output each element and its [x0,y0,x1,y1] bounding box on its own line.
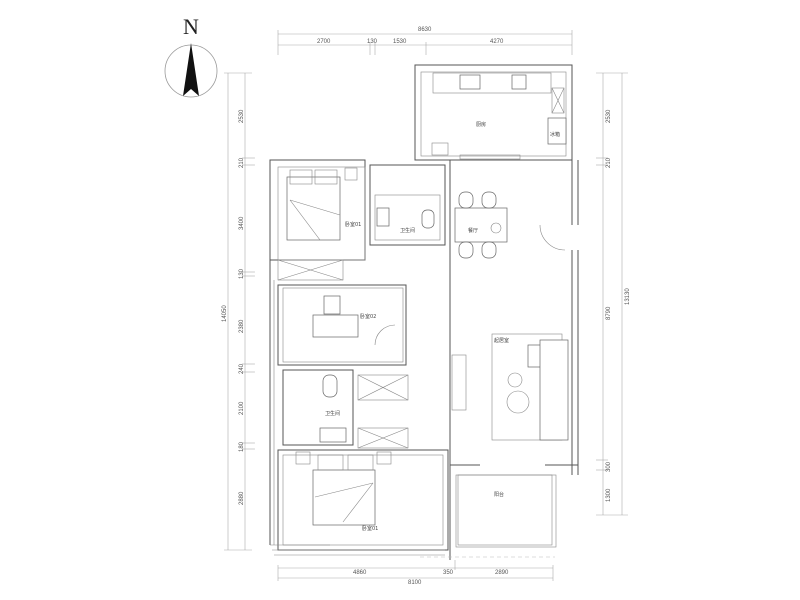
coffee-table-icon [506,390,530,414]
dim-right-seg-2: 210 [606,157,612,168]
room-label-bedroom-top: 卧室01 [345,221,361,228]
north-compass: N [164,14,218,98]
room-label-balcony: 阳台 [494,491,504,498]
room-label-kitchen: 厨房 [476,121,486,128]
dim-bottom-seg-2: 350 [443,570,454,576]
bed-icon [312,469,376,526]
pillow-icon [289,169,313,185]
bathroom-bottom: 卫生间 [282,369,409,449]
chair-icon [458,191,474,209]
dim-top-seg-4: 4270 [490,39,504,45]
room-label-bathroom-bottom: 卫生间 [325,410,340,417]
dim-left-seg-5: 2380 [239,319,245,333]
living-room: 起居室 [451,333,569,441]
dim-left-seg-3: 3400 [239,216,245,230]
dim-left-seg-7: 2100 [239,401,245,415]
desk-icon [312,314,359,338]
dim-right-seg-4: 300 [606,461,612,472]
top-dimensions: 8630 2700 130 1530 4270 [277,27,573,55]
north-arrow-icon [183,43,199,96]
bedroom-bottom: 卧室01 [277,449,449,551]
chair-icon [481,191,497,209]
dim-left-total: 14050 [222,305,228,322]
dining-room: 餐厅 [454,191,566,259]
door-swing-icon [539,224,566,251]
dim-left-seg-2: 210 [239,157,245,168]
dim-top-total: 8630 [418,27,432,33]
bed-icon [286,176,341,241]
room-label-dining: 餐厅 [468,227,478,234]
nightstand-icon [295,451,311,465]
door-swing-icon [374,324,396,346]
tv-cabinet [451,354,467,411]
bottom-dimensions: 4860 350 2890 8100 [277,560,554,586]
pillow-icon [317,454,344,471]
washbasin-icon [376,207,390,227]
dim-left-seg-1: 2530 [239,109,245,123]
left-dimensions: 2530 210 3400 130 2380 240 2100 180 2880… [222,72,255,551]
dim-right-total: 13130 [625,288,631,305]
pillow-icon [347,454,374,471]
bathroom-top: 卫生间 [369,164,446,246]
north-label: N [183,14,199,39]
dim-right-seg-5: 1300 [606,488,612,502]
washbasin-icon [319,427,347,443]
dim-bottom-seg-3: 2890 [495,570,509,576]
pillow-icon [314,169,338,185]
toilet-icon [421,209,435,229]
chair-icon [323,295,341,315]
room-label-bedroom-bottom: 卧室01 [362,525,378,532]
sink-icon [511,74,527,90]
living-dining-walls [449,160,579,560]
dim-top-seg-3: 1530 [393,39,407,45]
dim-left-seg-6: 240 [239,363,245,374]
room-label-living: 起居室 [494,337,509,344]
nightstand-icon [376,451,392,465]
side-table-icon [507,372,523,388]
dining-table [454,207,508,243]
bedroom-middle: 卧室02 [277,284,407,366]
dim-top-seg-1: 2700 [317,39,331,45]
label-fridge: 冰箱 [550,131,560,138]
dim-left-seg-8: 180 [239,441,245,452]
bedroom-top: 卧室01 [269,159,366,281]
dim-left-seg-4: 130 [239,268,245,279]
toilet-icon [322,374,338,398]
dim-bottom-total: 8100 [408,580,422,586]
dim-right-seg-3: 8790 [606,306,612,320]
room-label-bedroom-middle: 卧室02 [360,313,376,320]
dim-left-seg-9: 2880 [239,491,245,505]
right-dimensions: 2530 210 8790 300 1300 13130 [596,72,631,516]
sofa-icon [539,339,569,441]
dim-top-seg-2: 130 [367,39,378,45]
light-icon [490,222,502,234]
balcony: 阳台 [420,474,557,558]
room-label-bathroom-top: 卫生间 [400,227,415,234]
kitchen: 厨房 冰箱 [414,64,573,161]
fridge-icon [547,117,567,145]
dim-bottom-seg-1: 4860 [353,570,367,576]
dim-right-seg-1: 2530 [606,109,612,123]
stove-icon [459,74,481,90]
nightstand-icon [344,167,358,181]
chair-icon [458,241,474,259]
chair-icon [481,241,497,259]
left-exterior-walls [269,160,445,556]
